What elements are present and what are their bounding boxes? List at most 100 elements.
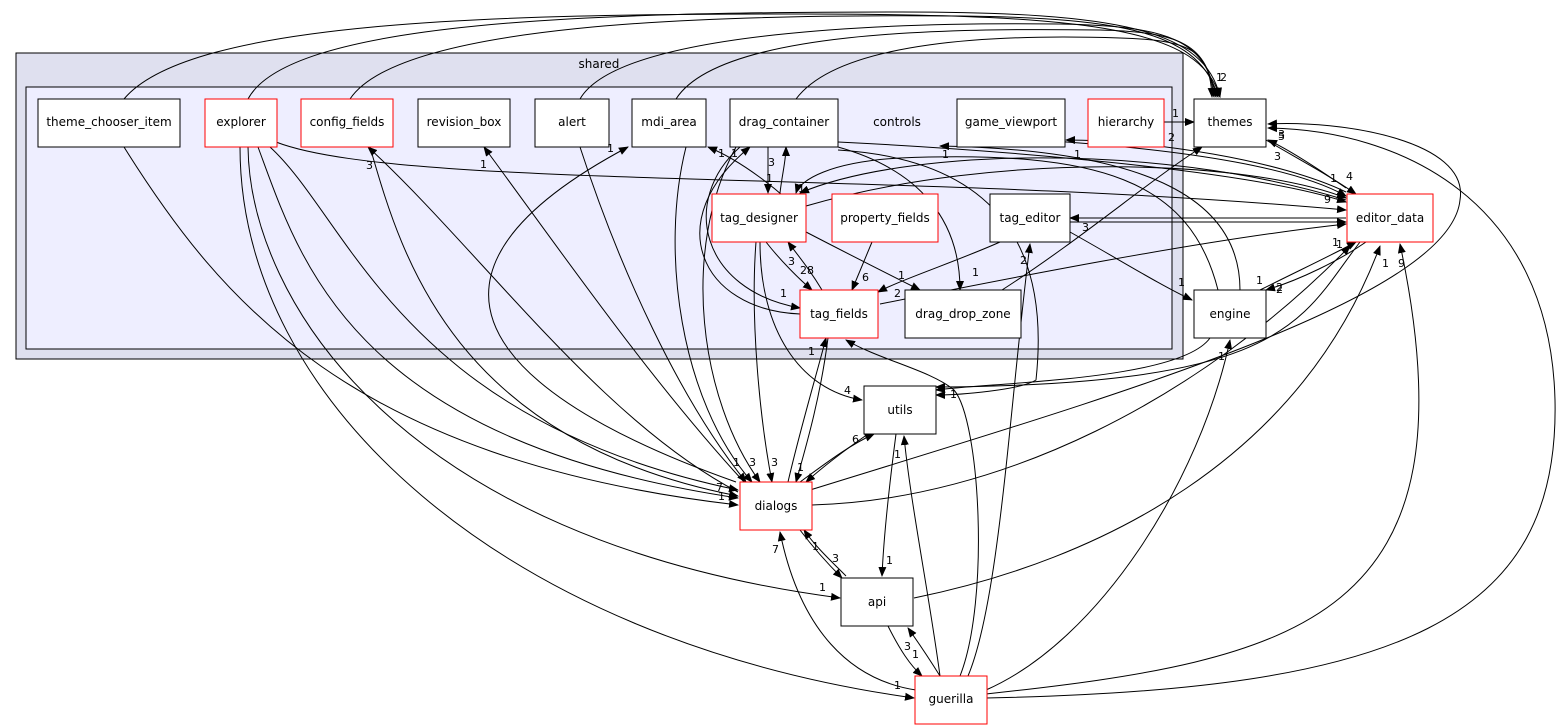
edge-label: 4 bbox=[1346, 170, 1353, 183]
edge-tag_fields-tag_designer bbox=[787, 241, 823, 291]
edge-label: 2 bbox=[1168, 131, 1175, 144]
edge-label: 1 bbox=[812, 540, 819, 553]
edge-mdi_area-themes bbox=[675, 29, 1217, 100]
svg-text:drag_drop_zone: drag_drop_zone bbox=[915, 307, 1010, 321]
edge-engine-controls bbox=[939, 142, 1241, 291]
node-explorer[interactable]: explorer bbox=[204, 98, 278, 148]
edge-guerilla-themes bbox=[985, 124, 1556, 699]
edge-dialogs-mdi_area bbox=[488, 146, 737, 483]
edge-label: 2 bbox=[1220, 71, 1227, 84]
edge-guerilla-engine bbox=[985, 339, 1233, 691]
node-editor_data[interactable]: editor_data bbox=[1346, 193, 1434, 243]
node-config_fields[interactable]: config_fields bbox=[300, 98, 394, 148]
edge-dialogs-themes bbox=[809, 119, 1461, 491]
edge-theme_chooser_item-themes bbox=[123, 13, 1222, 100]
svg-text:hierarchy: hierarchy bbox=[1098, 115, 1155, 129]
edge-tag_fields-drag_container bbox=[699, 146, 801, 315]
svg-text:tag_editor: tag_editor bbox=[1000, 211, 1061, 225]
edge-label: 6 bbox=[862, 271, 869, 284]
svg-text:game_viewport: game_viewport bbox=[965, 115, 1058, 129]
edge-label: 1 bbox=[819, 581, 826, 594]
node-drag_drop_zone[interactable]: drag_drop_zone bbox=[904, 289, 1022, 339]
edge-label: 1 bbox=[886, 554, 893, 567]
edge-label: 1 bbox=[898, 269, 905, 282]
edge-label: 7 bbox=[716, 481, 723, 494]
edge-label: 1 bbox=[1332, 236, 1339, 249]
edge-label: 3 bbox=[1082, 221, 1089, 234]
node-mdi_area[interactable]: mdi_area bbox=[631, 98, 707, 148]
node-drag_container[interactable]: drag_container bbox=[729, 98, 839, 148]
edge-label: 9 bbox=[1398, 257, 1405, 270]
node-guerilla[interactable]: guerilla bbox=[914, 675, 988, 725]
edge-config_fields-dialogs bbox=[369, 146, 739, 499]
edge-drag_container-editor_data bbox=[837, 141, 1347, 203]
edge-label: 5 bbox=[1278, 130, 1285, 143]
edge-tag_designer-editor_data bbox=[805, 166, 1347, 207]
edge-label: 3 bbox=[366, 159, 373, 172]
node-tag_fields[interactable]: tag_fields bbox=[799, 289, 879, 339]
edge-label: 1 bbox=[798, 182, 805, 195]
svg-text:revision_box: revision_box bbox=[427, 115, 502, 129]
edge-label: 1 bbox=[733, 456, 740, 469]
edge-label: 2 bbox=[1276, 283, 1283, 296]
edge-label: 3 bbox=[771, 456, 778, 469]
node-alert[interactable]: alert bbox=[534, 98, 610, 148]
node-utils[interactable]: utils bbox=[863, 385, 937, 435]
edge-label: 1 bbox=[731, 147, 738, 160]
edge-label: 1 bbox=[942, 148, 949, 161]
edge-label: 1 bbox=[1330, 172, 1337, 185]
edge-explorer-themes bbox=[247, 11, 1222, 100]
svg-text:drag_container: drag_container bbox=[739, 115, 829, 129]
edge-label: 1 bbox=[780, 287, 787, 300]
edge-label: 2 bbox=[894, 287, 901, 300]
svg-text:tag_designer: tag_designer bbox=[720, 211, 798, 225]
node-game_viewport[interactable]: game_viewport bbox=[956, 98, 1066, 148]
node-api[interactable]: api bbox=[840, 577, 914, 627]
edge-utils-dialogs bbox=[805, 433, 869, 483]
node-theme_chooser_item[interactable]: theme_chooser_item bbox=[37, 98, 181, 148]
svg-text:dialogs: dialogs bbox=[755, 499, 798, 513]
edge-label: 1 bbox=[766, 172, 773, 185]
edge-tag_editor-engine bbox=[1069, 231, 1193, 301]
node-tag_designer[interactable]: tag_designer bbox=[711, 193, 807, 243]
edge-label: 3 bbox=[768, 156, 775, 169]
edge-drag_container-utils bbox=[837, 149, 1039, 399]
svg-text:explorer: explorer bbox=[216, 115, 266, 129]
node-dialogs[interactable]: dialogs bbox=[739, 481, 813, 531]
cluster-controls-label: controls bbox=[873, 115, 921, 129]
edge-label: 28 bbox=[800, 264, 814, 277]
node-engine[interactable]: engine bbox=[1193, 289, 1267, 339]
node-tag_editor[interactable]: tag_editor bbox=[989, 193, 1071, 243]
edge-api-editor_data bbox=[913, 245, 1381, 599]
edge-labels: 1 2 1 3 4 9 2 1 1 1 2 5 3 1 3 1 1 3 28 1… bbox=[366, 71, 1405, 692]
node-revision_box[interactable]: revision_box bbox=[417, 98, 511, 148]
edge-label: 1 bbox=[1336, 238, 1343, 251]
edge-guerilla-tag_editor bbox=[967, 243, 1033, 677]
edge-property_fields-tag_fields bbox=[851, 241, 873, 291]
svg-text:guerilla: guerilla bbox=[929, 692, 974, 706]
edge-label: 9 bbox=[1324, 193, 1331, 206]
edge-label: 1 bbox=[808, 345, 815, 358]
edge-api-dialogs bbox=[803, 529, 847, 577]
edge-explorer-dialogs bbox=[257, 146, 739, 501]
edge-label: 2 bbox=[1020, 254, 1027, 267]
edge-label: 2 bbox=[1276, 281, 1283, 294]
edge-label: 3 bbox=[788, 255, 795, 268]
edge-engine-tag_designer bbox=[794, 156, 1219, 291]
edge-label: 1 bbox=[797, 461, 804, 474]
node-themes[interactable]: themes bbox=[1193, 98, 1267, 148]
nodes: theme_chooser_item explorer config_field… bbox=[37, 98, 1434, 725]
edge-label: 3 bbox=[1278, 128, 1285, 141]
edge-label: 1 bbox=[1382, 257, 1389, 270]
edge-editor_data-tag_designer bbox=[799, 157, 1347, 201]
edge-guerilla-dialogs bbox=[777, 531, 917, 691]
svg-text:utils: utils bbox=[887, 403, 912, 417]
node-hierarchy[interactable]: hierarchy bbox=[1087, 98, 1165, 148]
edge-label: 1 bbox=[718, 490, 725, 503]
edge-label: 1 bbox=[1178, 276, 1185, 289]
svg-text:mdi_area: mdi_area bbox=[641, 115, 696, 129]
node-property_fields[interactable]: property_fields bbox=[831, 193, 939, 243]
edge-label: 6 bbox=[852, 433, 859, 446]
edge-tag_editor-tag_fields bbox=[877, 241, 1001, 293]
